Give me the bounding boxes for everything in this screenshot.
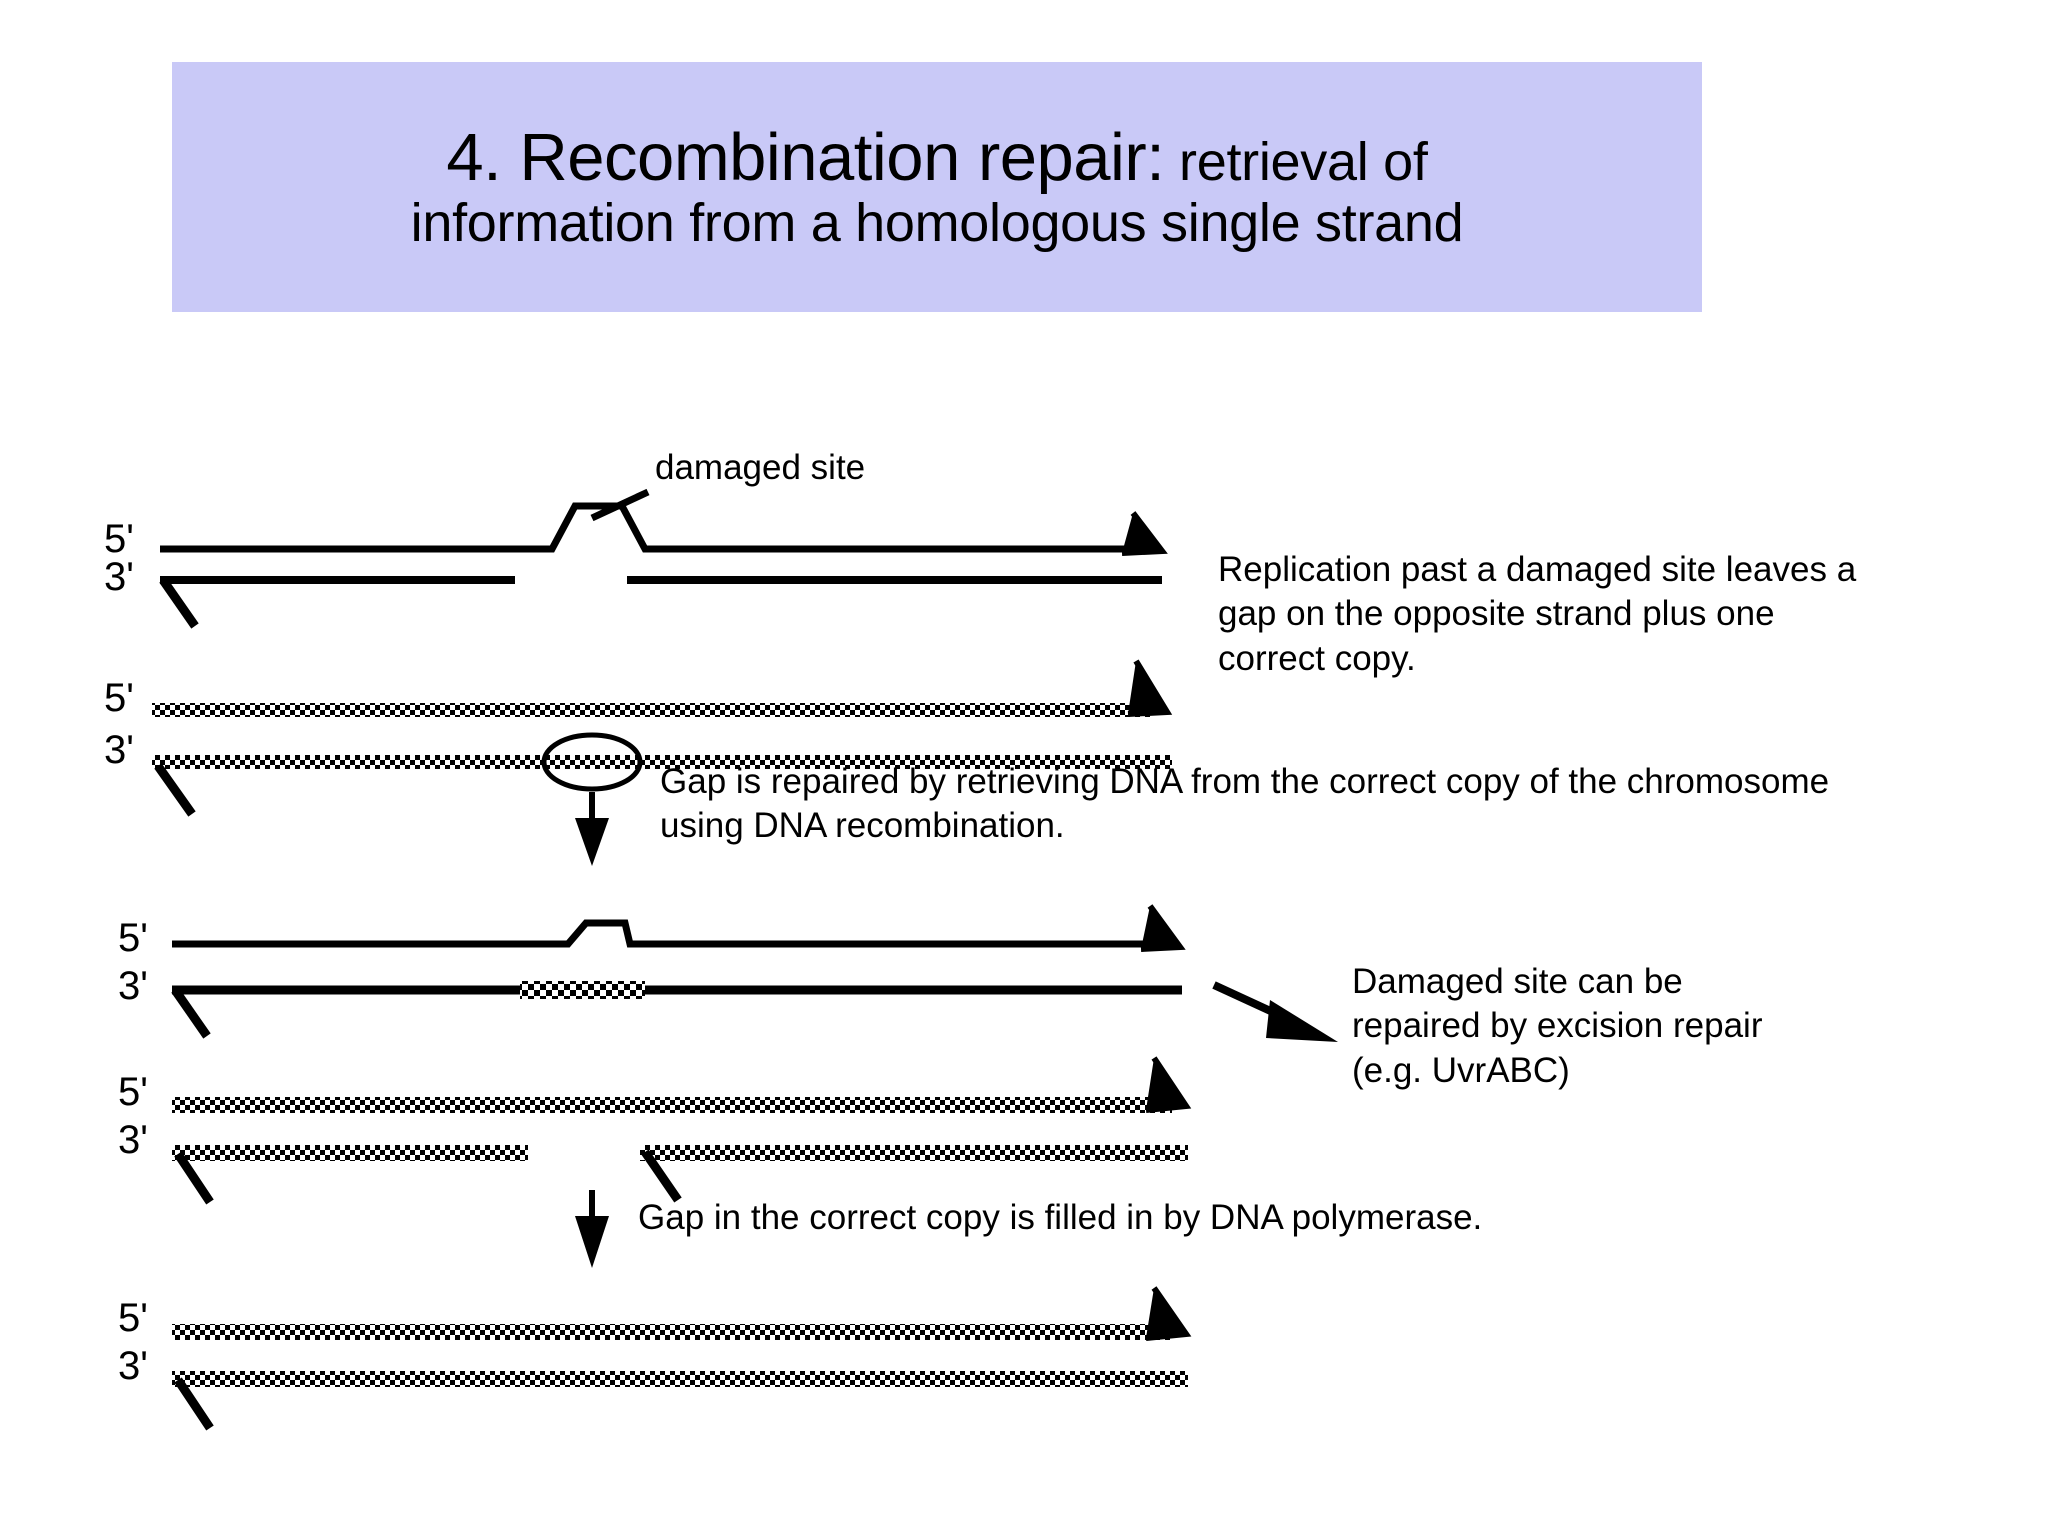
stage5-three-prime-label: 3' xyxy=(118,1344,148,1388)
stage2-process-arrow-head xyxy=(575,818,609,866)
stage3-retrieved-patch xyxy=(520,981,645,999)
stage2-bottom-strand xyxy=(152,755,1172,769)
stage3-top-arrowhead xyxy=(1140,904,1186,952)
stage5-top-arrowhead xyxy=(1145,1286,1192,1341)
title-line-2: information from a homologous single str… xyxy=(410,193,1464,254)
stage1-three-prime-label: 3' xyxy=(104,555,134,599)
stage5-bottom-end-tick xyxy=(174,1377,214,1431)
stage4-bottom-strand-right xyxy=(640,1145,1188,1161)
title-main-text: 4. Recombination repair: xyxy=(446,119,1165,195)
stage1-bottom-end-tick xyxy=(159,577,199,629)
stage4-process-arrow-head xyxy=(575,1216,609,1268)
stage4-top-strand xyxy=(172,1097,1172,1113)
stage2-top-arrowhead xyxy=(1127,659,1173,717)
stage2-bottom-end-tick xyxy=(154,763,196,817)
stage1-top-strand xyxy=(160,502,1148,553)
callout-excision-repair-text: Damaged site can be repaired by excision… xyxy=(1352,962,1763,1090)
stage5-top-strand xyxy=(172,1324,1172,1340)
damaged-site-label: damaged site xyxy=(655,448,866,487)
stage3-five-prime-label: 5' xyxy=(118,916,148,960)
stage1-five-prime-label: 5' xyxy=(104,517,134,561)
stage-4-group xyxy=(172,1056,1192,1268)
title-banner: 4. Recombination repair: retrieval of in… xyxy=(172,62,1702,312)
stage2-top-strand xyxy=(152,703,1152,717)
stage4-top-arrowhead xyxy=(1145,1056,1192,1113)
stage-5-group xyxy=(172,1286,1192,1431)
callout-polymerase-text: Gap in the correct copy is filled in by … xyxy=(638,1198,1483,1237)
stage5-five-prime-label: 5' xyxy=(118,1296,148,1340)
stage-2-group xyxy=(152,659,1173,866)
stage4-five-prime-label: 5' xyxy=(118,1070,148,1114)
stage5-bottom-strand xyxy=(172,1371,1188,1387)
stage4-gap-end-tick xyxy=(641,1149,682,1203)
title-line-1: 4. Recombination repair: retrieval of xyxy=(446,119,1428,195)
stage3-bottom-end-tick xyxy=(171,987,211,1039)
stage3-top-strand xyxy=(172,919,1165,948)
stage2-three-prime-label: 3' xyxy=(104,728,134,772)
stage2-five-prime-label: 5' xyxy=(104,676,134,720)
gap-region-ellipse xyxy=(541,732,643,792)
stage4-three-prime-label: 3' xyxy=(118,1118,148,1162)
stage-1-group xyxy=(159,488,1168,629)
stage4-bottom-end-tick xyxy=(174,1151,214,1205)
stage-3-group xyxy=(171,904,1338,1042)
stage1-top-arrowhead xyxy=(1121,511,1168,556)
stage4-bottom-strand-left xyxy=(172,1145,528,1161)
callout-replication-text: Replication past a damaged site leaves a… xyxy=(1218,550,1857,678)
title-subtitle-text-part1: retrieval of xyxy=(1164,131,1428,192)
callout-gap-repair-text: Gap is repaired by retrieving DNA from t… xyxy=(660,762,1830,846)
excision-arrow-head xyxy=(1266,1000,1338,1042)
stage3-three-prime-label: 3' xyxy=(118,964,148,1008)
